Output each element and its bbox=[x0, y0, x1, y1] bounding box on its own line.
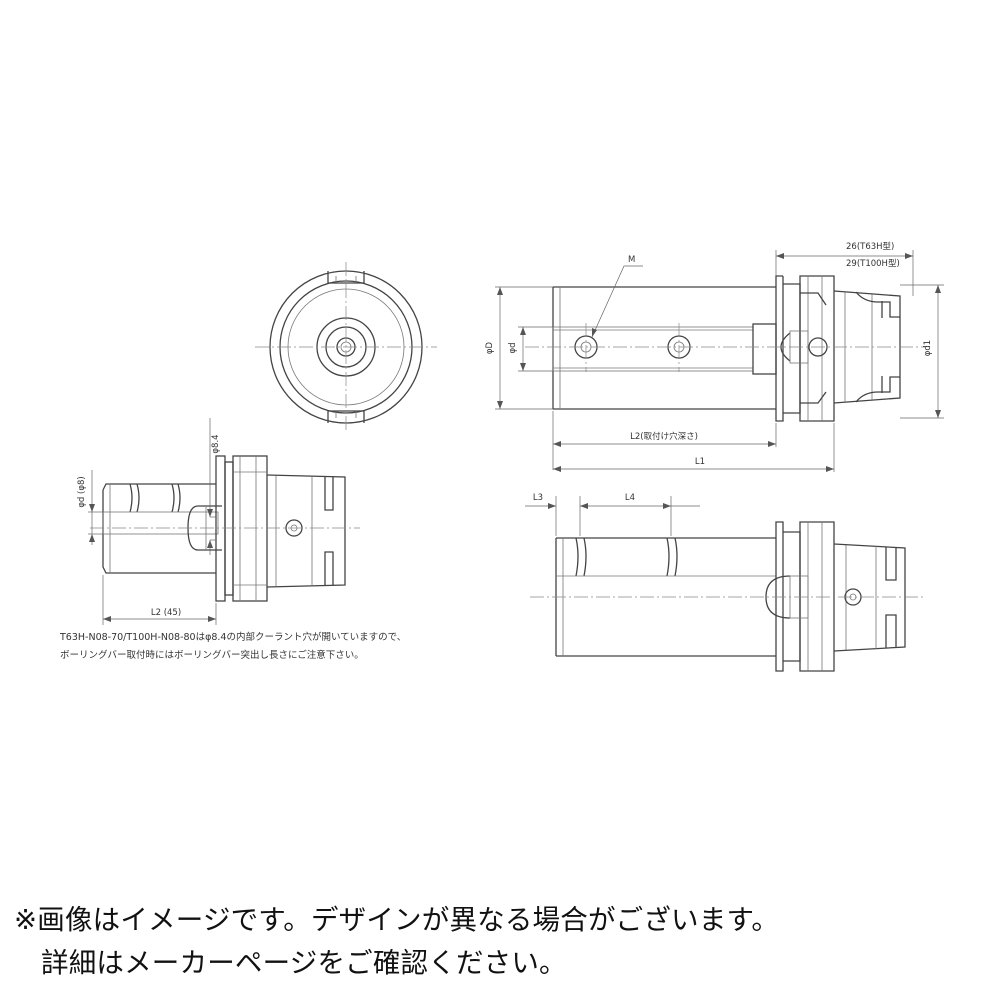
label-dim-26: 26(T63H型) bbox=[846, 242, 894, 252]
label-phi-8-4: φ8.4 bbox=[211, 434, 221, 453]
label-l1: L1 bbox=[695, 457, 705, 467]
main-side-view: M φD φd φd1 26(T63H型) 29(T100H型) bbox=[485, 242, 944, 472]
label-dim-29: 29(T100H型) bbox=[846, 259, 900, 269]
label-m: M bbox=[628, 255, 635, 265]
label-phi-d1: φd1 bbox=[923, 340, 933, 356]
caption-line-2: 詳細はメーカーページをご確認ください。 bbox=[41, 947, 567, 979]
small-side-view: φ8.4 φd (φ8) L2 (45) bbox=[77, 418, 360, 625]
label-l3: L3 bbox=[533, 493, 543, 503]
label-phi-D: φD bbox=[485, 341, 495, 354]
note-line-2: ボーリングバー取付時にはボーリングバー突出し長さにご注意下さい。 bbox=[60, 649, 364, 661]
bottom-side-view: L3 L4 bbox=[525, 493, 925, 672]
note-line-1: T63H-N08-70/T100H-N08-80はφ8.4の内部クーラント穴が開… bbox=[59, 631, 406, 643]
label-phi-d: φd bbox=[508, 342, 518, 353]
label-l2-45: L2 (45) bbox=[151, 608, 181, 618]
caption-line-1: ※画像はイメージです。デザインが異なる場合がございます。 bbox=[14, 904, 780, 936]
label-l4: L4 bbox=[625, 493, 635, 503]
label-phi-d-phi8: φd (φ8) bbox=[77, 476, 87, 507]
label-l2-depth: L2(取付け穴深さ) bbox=[630, 431, 698, 442]
front-end-view bbox=[255, 262, 437, 432]
image-disclaimer: ※画像はイメージです。デザインが異なる場合がございます。 詳細はメーカーページを… bbox=[14, 899, 989, 985]
